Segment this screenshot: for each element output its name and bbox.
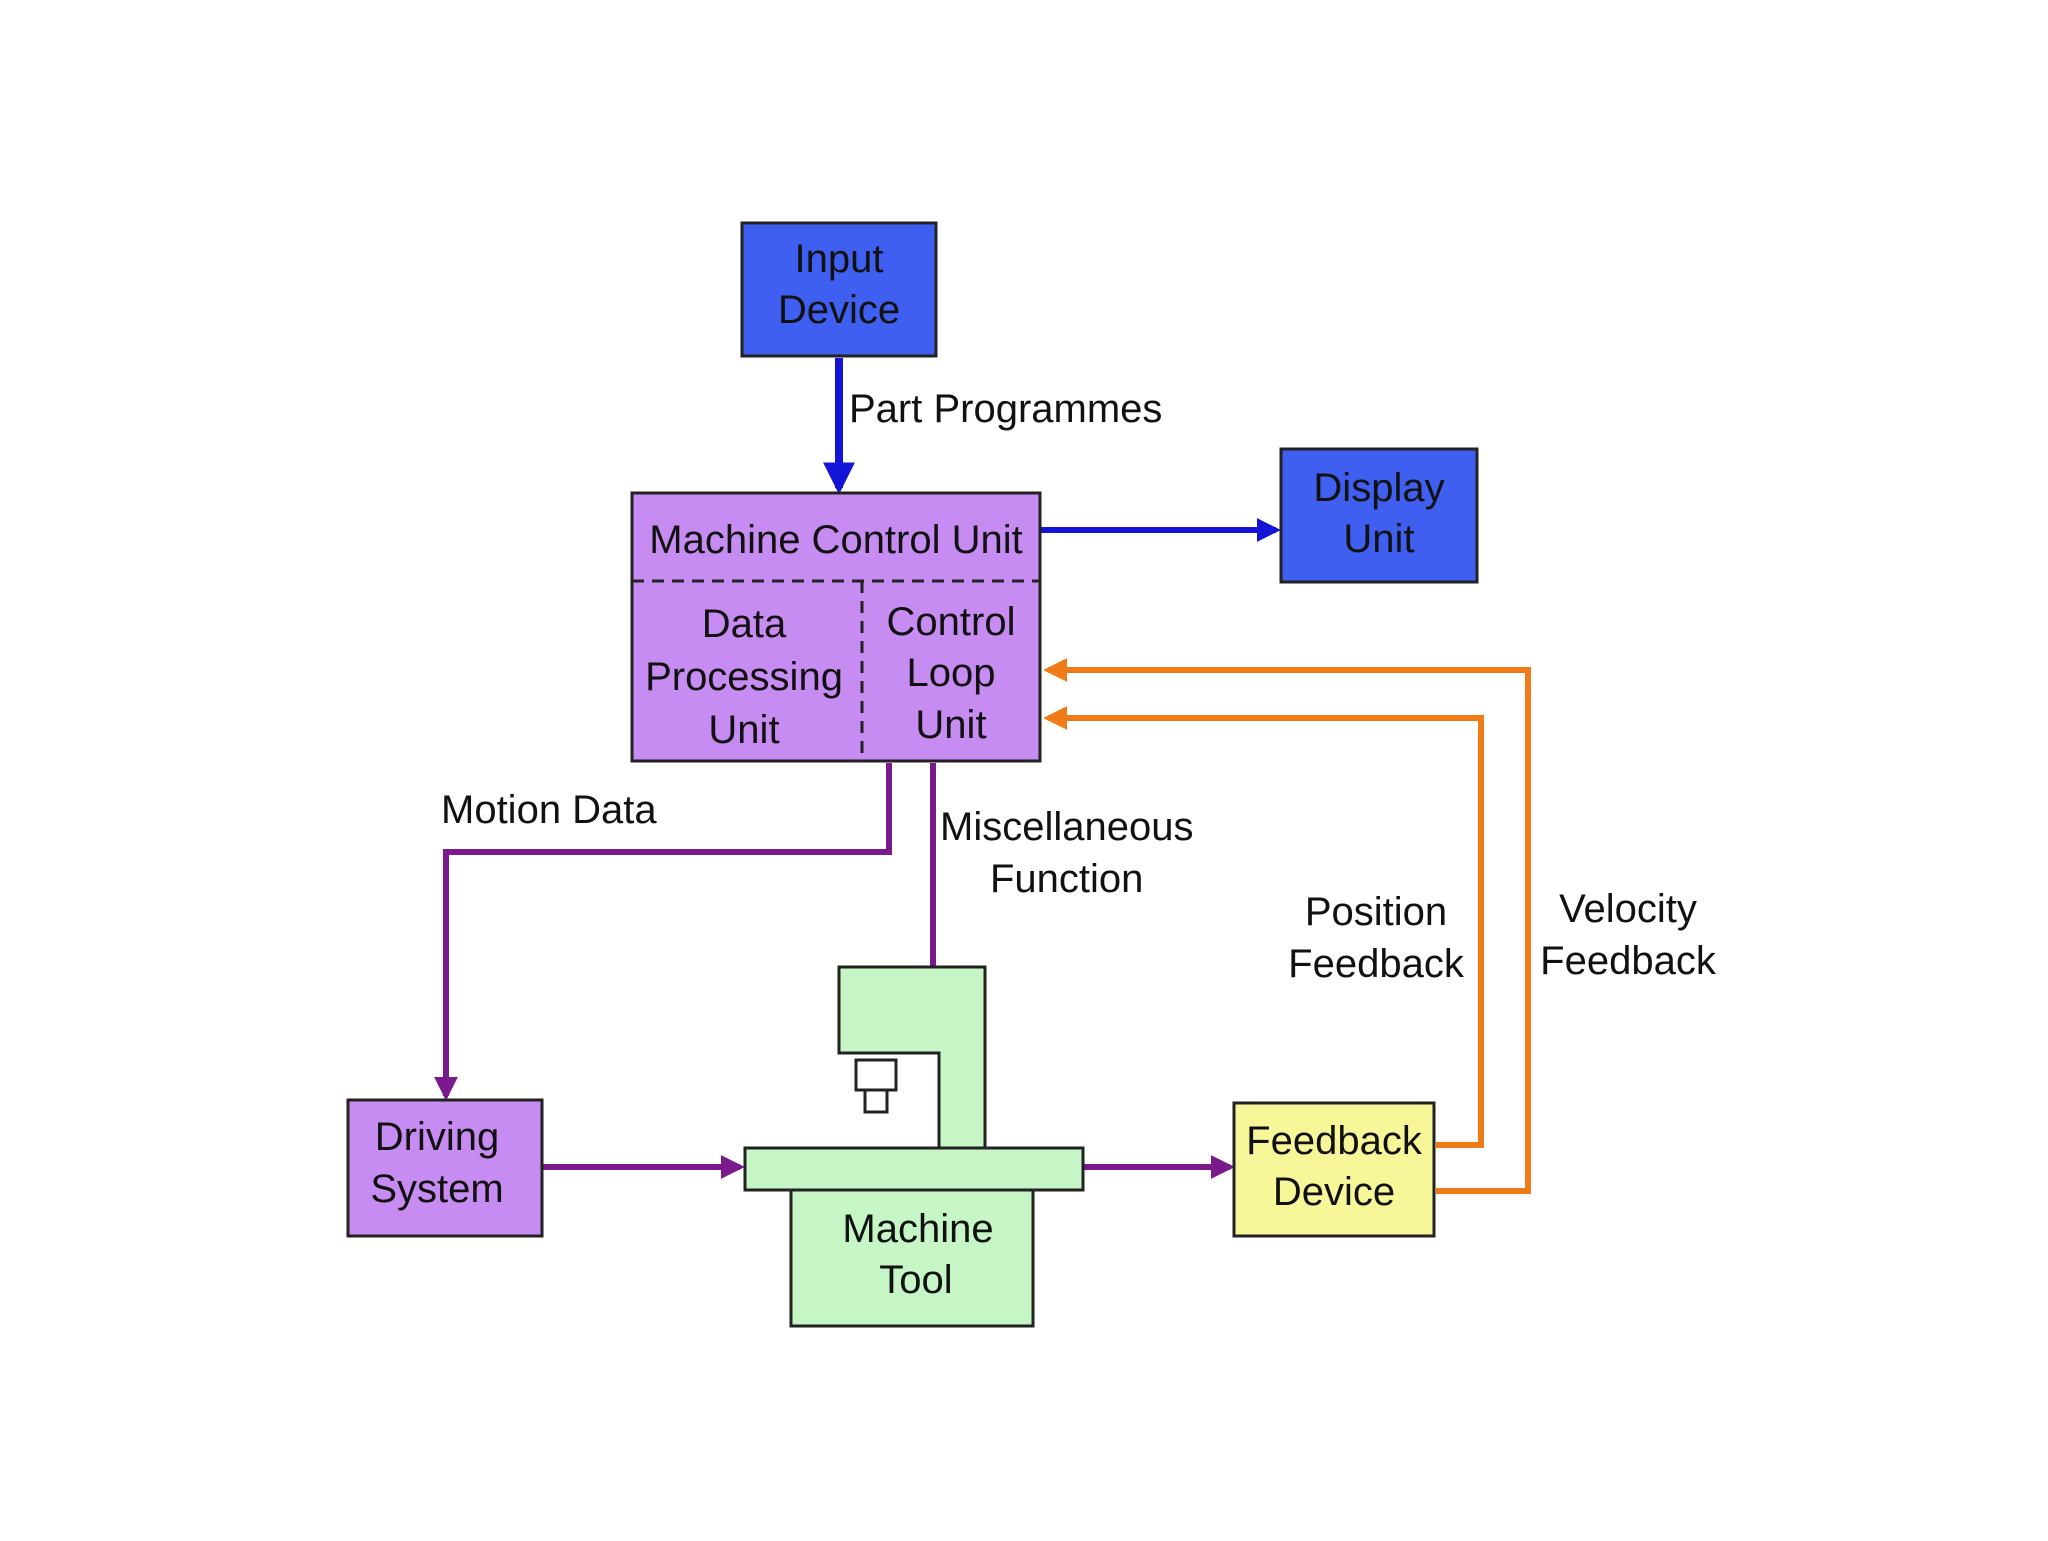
input-device-label-line1: Input — [795, 237, 884, 281]
control-loop-unit: Control Loop Unit — [887, 600, 1016, 747]
display-unit-label-line2: Unit — [1343, 517, 1414, 561]
feedback-device-label-line1: Feedback — [1246, 1119, 1423, 1163]
miscellaneous-function-label-line1: Miscellaneous — [940, 805, 1193, 849]
position-feedback-label-line1: Position — [1305, 890, 1447, 934]
velocity-feedback-label-line1: Velocity — [1559, 887, 1697, 931]
driving-system-label-line2: System — [370, 1167, 503, 1211]
machine-tool-label-line1: Machine — [842, 1207, 993, 1251]
control-loop-unit-line3: Unit — [915, 703, 986, 747]
miscellaneous-function-label-line2: Function — [990, 857, 1143, 901]
machine-tool-label-line2: Tool — [879, 1258, 952, 1302]
machine-control-unit-node: Machine Control Unit Data Processing Uni… — [630, 491, 1042, 763]
data-processing-unit-line3: Unit — [708, 708, 779, 752]
feedback-device-node: Feedback Device — [1232, 1101, 1436, 1238]
display-unit-label-line1: Display — [1313, 466, 1444, 510]
input-device-node: Input Device — [740, 221, 938, 358]
data-processing-unit-line2: Processing — [645, 655, 843, 699]
motion-data-arrow — [434, 763, 892, 1101]
input-device-label-line2: Device — [778, 288, 900, 332]
driving-system-label-line1: Driving — [375, 1115, 499, 1159]
data-processing-unit: Data Processing Unit — [645, 602, 843, 752]
control-loop-unit-line1: Control — [887, 600, 1016, 644]
machine-tool-column — [837, 965, 987, 1150]
machine-tool-cutter — [863, 1088, 889, 1114]
control-loop-unit-line2: Loop — [907, 651, 996, 695]
feedback-device-label-line2: Device — [1273, 1170, 1395, 1214]
machine-tool-spindle — [854, 1058, 898, 1092]
machine-control-unit-label: Machine Control Unit — [649, 518, 1023, 562]
motion-data-label: Motion Data — [441, 788, 657, 832]
data-processing-unit-line1: Data — [702, 602, 787, 646]
machine-tool-base — [789, 1188, 1035, 1328]
machine-tool-table — [743, 1146, 1085, 1192]
position-feedback-arrow — [1043, 706, 1484, 1148]
velocity-feedback-label-line2: Feedback — [1540, 939, 1717, 983]
part-programmes-label: Part Programmes — [849, 387, 1162, 431]
position-feedback-label-line2: Feedback — [1288, 942, 1465, 986]
display-unit-node: Display Unit — [1279, 447, 1479, 584]
machine-tool-node: Machine Tool — [743, 965, 1085, 1328]
velocity-feedback-arrow — [1043, 658, 1531, 1194]
driving-system-node: Driving System — [346, 1098, 544, 1238]
